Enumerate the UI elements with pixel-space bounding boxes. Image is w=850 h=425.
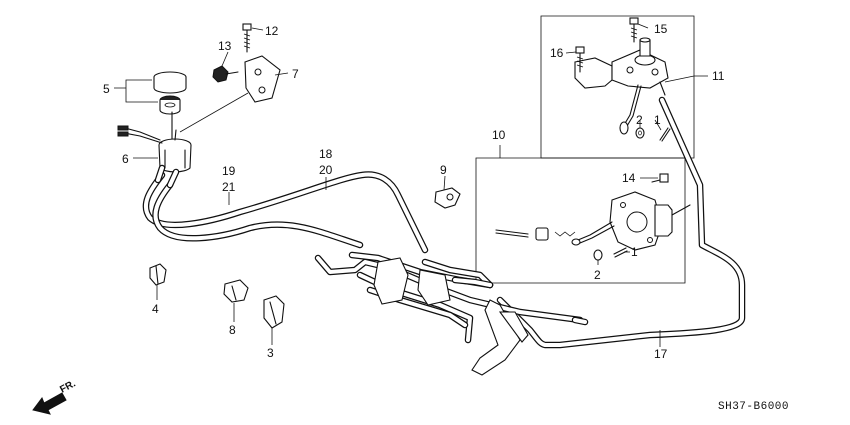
bolt-part-14 bbox=[651, 173, 669, 183]
assembly-box-10 bbox=[475, 157, 686, 284]
callout-19: 19 bbox=[222, 164, 236, 178]
pipe-19-21 bbox=[142, 171, 429, 254]
callout-1-lower: 1 bbox=[631, 245, 638, 259]
pipe-17 bbox=[496, 96, 746, 349]
bolt-part-12 bbox=[242, 23, 252, 53]
leader-lines bbox=[114, 23, 708, 347]
callout-13: 13 bbox=[218, 39, 232, 53]
callout-7: 7 bbox=[292, 67, 299, 81]
reservoir-part-6 bbox=[117, 111, 192, 189]
callout-3: 3 bbox=[267, 346, 274, 360]
callout-4: 4 bbox=[152, 302, 159, 316]
front-direction-label: FR. bbox=[58, 378, 78, 395]
callout-6: 6 bbox=[122, 152, 129, 166]
clip-part-4 bbox=[149, 263, 167, 286]
callout-1-upper: 1 bbox=[654, 113, 661, 127]
washer-part-2-lower bbox=[593, 249, 603, 261]
pin-part-1-lower bbox=[613, 247, 628, 258]
clip-part-3 bbox=[263, 295, 285, 329]
pin-part-1-upper bbox=[659, 127, 671, 142]
assembly-box-11 bbox=[540, 15, 695, 159]
callout-12: 12 bbox=[265, 24, 279, 38]
bolt-part-13 bbox=[212, 65, 239, 83]
callout-16: 16 bbox=[550, 46, 564, 60]
callout-2-lower: 2 bbox=[594, 268, 601, 282]
clip-part-8 bbox=[223, 279, 249, 303]
bolt-part-15 bbox=[629, 17, 639, 43]
diagram-code: SH37-B6000 bbox=[718, 401, 789, 413]
callout-5: 5 bbox=[103, 82, 110, 96]
callout-17: 17 bbox=[654, 347, 668, 361]
callout-11: 11 bbox=[712, 69, 725, 83]
callout-8: 8 bbox=[229, 323, 236, 337]
master-cylinder-assembly-10 bbox=[495, 191, 691, 251]
bolt-part-16 bbox=[575, 46, 585, 73]
pipe-bundle-center bbox=[314, 251, 589, 376]
callout-15: 15 bbox=[654, 22, 668, 36]
callout-18: 18 bbox=[319, 147, 333, 161]
bracket-part-7 bbox=[179, 55, 281, 133]
callout-20: 20 bbox=[319, 163, 333, 177]
callout-2-upper: 2 bbox=[636, 113, 643, 127]
callout-10: 10 bbox=[492, 128, 506, 142]
cap-part-5 bbox=[153, 71, 187, 115]
callout-14: 14 bbox=[622, 171, 636, 185]
slave-cylinder-assembly-11 bbox=[574, 37, 669, 135]
front-direction-arrow: FR. bbox=[32, 378, 78, 415]
callout-21: 21 bbox=[222, 180, 236, 194]
callout-9: 9 bbox=[440, 163, 447, 177]
washer-part-2-upper bbox=[635, 127, 645, 139]
clip-part-9 bbox=[434, 187, 461, 209]
